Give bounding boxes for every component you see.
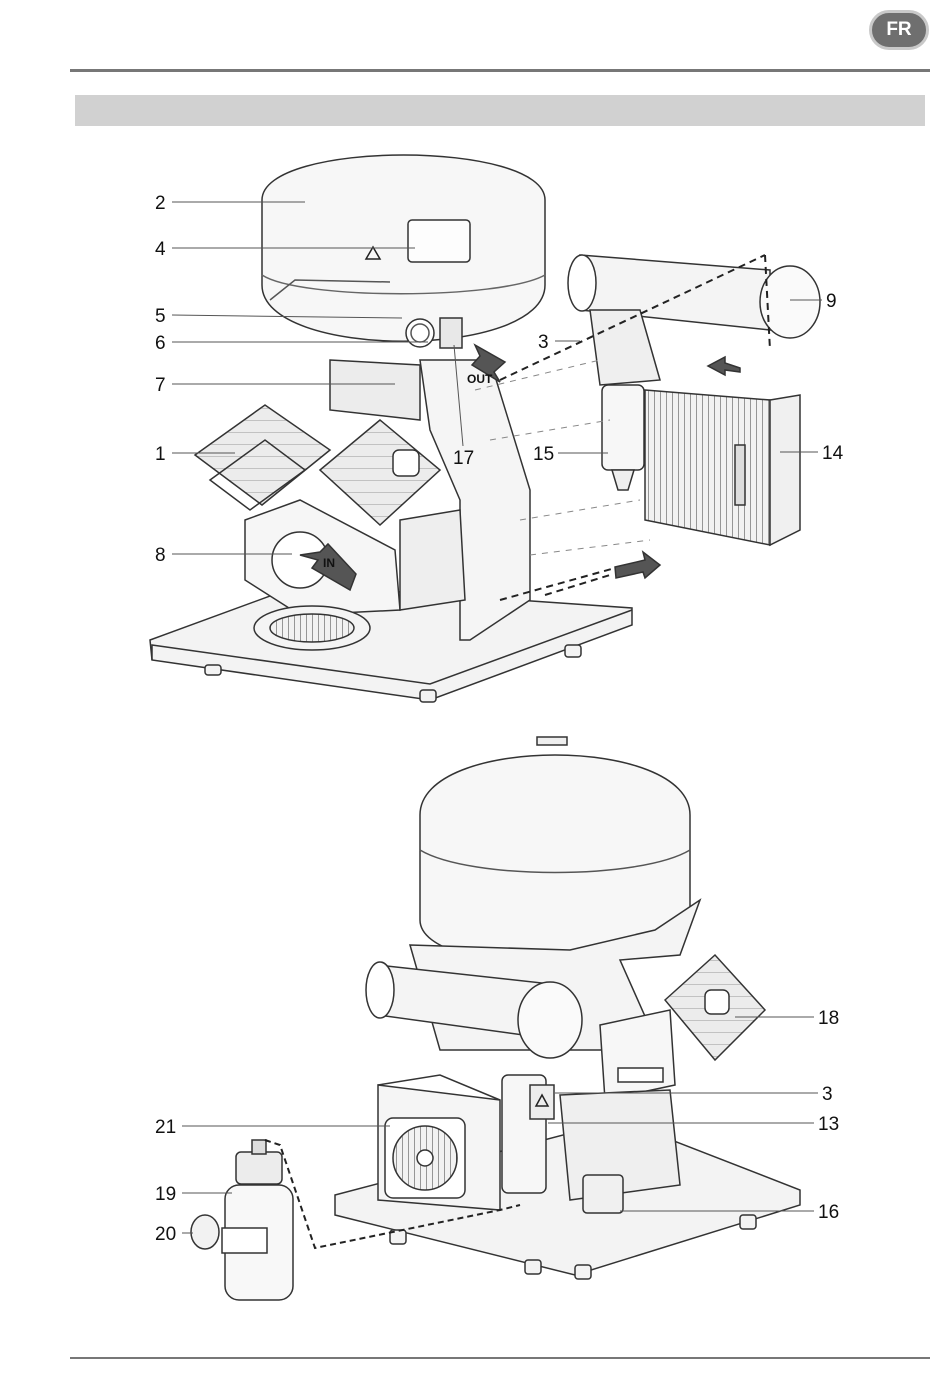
svg-text:3: 3 xyxy=(822,1084,833,1105)
motor xyxy=(400,510,465,610)
foot xyxy=(740,1215,756,1229)
pressure-switch xyxy=(408,220,470,262)
svg-text:2: 2 xyxy=(155,193,166,214)
cylinder-right xyxy=(320,420,440,525)
svg-text:17: 17 xyxy=(453,448,474,469)
bottle-cap xyxy=(236,1152,282,1184)
inlet-label: IN xyxy=(323,556,335,570)
mounting-bracket xyxy=(330,360,420,420)
callout-15: 15 xyxy=(533,444,608,465)
svg-text:18: 18 xyxy=(818,1008,839,1029)
solenoid-valve xyxy=(583,1175,623,1213)
foot xyxy=(525,1260,541,1274)
svg-text:16: 16 xyxy=(818,1202,839,1223)
svg-text:1: 1 xyxy=(155,444,166,465)
control-box xyxy=(600,1010,675,1100)
callout-20: 20 xyxy=(155,1224,193,1245)
top-assembly-figure xyxy=(150,155,820,702)
svg-text:20: 20 xyxy=(155,1224,176,1245)
callout-21: 21 xyxy=(155,1117,390,1138)
callout-3-top: 3 xyxy=(538,332,580,353)
svg-text:6: 6 xyxy=(155,333,166,354)
svg-text:14: 14 xyxy=(822,443,844,464)
svg-text:19: 19 xyxy=(155,1184,176,1205)
bottle-strap xyxy=(222,1228,267,1253)
svg-text:21: 21 xyxy=(155,1117,176,1138)
svg-text:7: 7 xyxy=(155,375,166,396)
warning-label xyxy=(618,1068,663,1082)
bottom-assembly-figure xyxy=(191,737,800,1300)
filter xyxy=(602,385,644,470)
svg-text:3: 3 xyxy=(538,332,549,353)
cylinder-left xyxy=(195,405,330,505)
cylinder-cap xyxy=(393,450,419,476)
foot xyxy=(575,1265,591,1279)
callout-19: 19 xyxy=(155,1184,232,1205)
flow-arrow xyxy=(615,552,660,578)
bottle-magnet xyxy=(191,1215,219,1249)
svg-text:9: 9 xyxy=(826,291,837,312)
svg-text:8: 8 xyxy=(155,545,166,566)
footer-rule xyxy=(70,1357,930,1359)
svg-text:4: 4 xyxy=(155,239,166,260)
svg-text:5: 5 xyxy=(155,306,166,327)
outlet-label: OUT xyxy=(467,372,493,386)
foot xyxy=(420,690,436,702)
foot xyxy=(565,645,581,657)
foot xyxy=(205,665,221,675)
svg-text:15: 15 xyxy=(533,444,554,465)
dryer-end-cap xyxy=(518,982,582,1058)
heat-exchanger xyxy=(645,390,770,545)
svg-text:13: 13 xyxy=(818,1114,839,1135)
flow-arrow xyxy=(708,357,740,375)
